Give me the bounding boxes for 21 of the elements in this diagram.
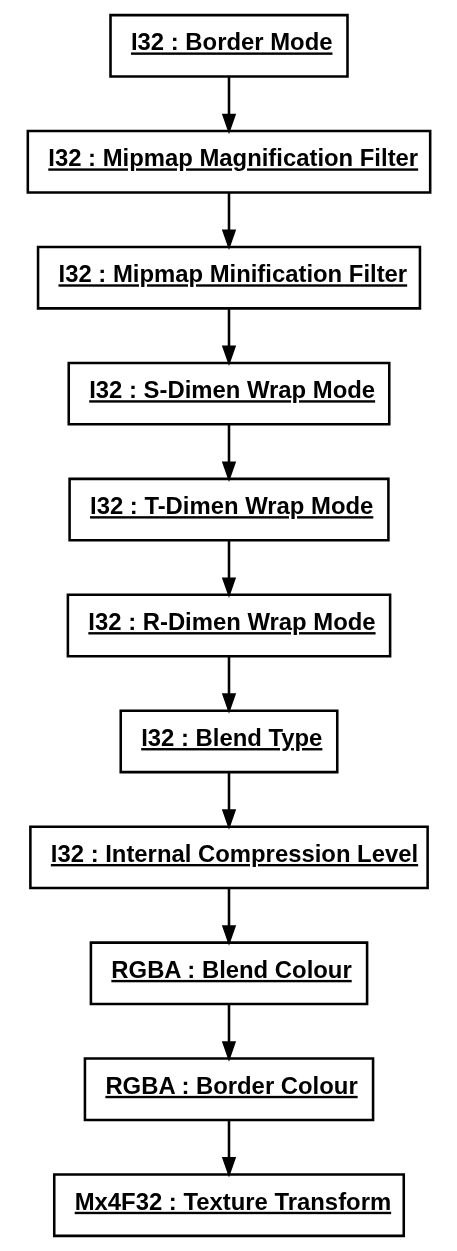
arrow [221, 540, 236, 598]
arrow [221, 77, 236, 135]
node-box: I32 : R-Dimen Wrap Mode [66, 593, 391, 658]
arrow [221, 1120, 236, 1178]
arrow [221, 308, 236, 367]
node-box: I32 : Mipmap Minification Filter [36, 245, 421, 310]
arrow [221, 772, 236, 830]
node-box: RGBA : Blend Colour [89, 941, 368, 1006]
node-box: I32 : Border Mode [108, 13, 349, 78]
arrow [221, 424, 236, 482]
arrow [221, 888, 236, 946]
node-box: RGBA : Border Colour [83, 1057, 374, 1122]
arrow [221, 1004, 236, 1062]
node-box: I32 : T-Dimen Wrap Mode [67, 477, 390, 542]
node-box: I32 : Blend Type [118, 709, 339, 774]
node-box: I32 : Internal Compression Level [28, 825, 429, 890]
node-box: I32 : Mipmap Magnification Filter [26, 129, 431, 194]
node-box: Mx4F32 : Texture Transform [52, 1173, 405, 1238]
arrow [221, 193, 236, 251]
node-box: I32 : S-Dimen Wrap Mode [66, 361, 391, 426]
arrow [221, 656, 236, 714]
